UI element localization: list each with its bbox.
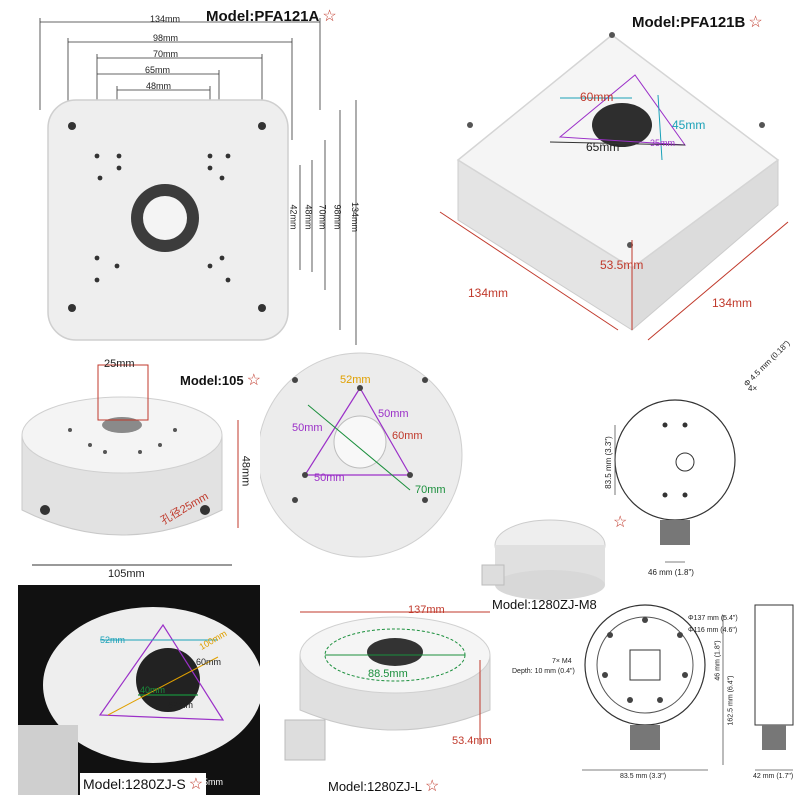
m105-title: Model:105☆ (180, 370, 261, 390)
m105-dim-hole-top: 25mm (104, 358, 135, 370)
m8-spacing-v: 83.5 mm (3.3") (603, 436, 613, 489)
zjl-dim-inner: 88.5mm (368, 668, 408, 680)
star-icon: ☆ (246, 372, 261, 389)
drawing-d1625: 162.5 mm (6.4") (727, 675, 735, 726)
zjs-dim-40: 40mm (140, 685, 166, 695)
m8-spacing-h: 46 mm (1.8") (648, 568, 694, 577)
zjl-technical-drawing (582, 604, 794, 771)
pfa121b-dim-height: 53.5mm (600, 258, 644, 272)
m105-dim-70: 70mm (415, 484, 446, 496)
m8-panel: ☆ 4× Φ 4.5 mm (0.18") 83.5 mm (3.3") 46 … (480, 339, 800, 620)
drawing-d116: Φ116 mm (4.6") (688, 627, 738, 634)
star-icon: ☆ (748, 14, 763, 31)
pfa121a-dim-h-2: 98mm (153, 33, 179, 43)
pfa121b-dim-width-right: 134mm (712, 296, 753, 310)
zjl-title: Model:1280ZJ-L☆ (328, 776, 439, 796)
m8-holes-count: 4× (748, 384, 758, 393)
zjl-photo (284, 611, 491, 761)
m105-side-panel: 25mm 48mm 孔径25mm 105mm (0, 350, 260, 585)
drawing-d46: 46 mm (1.8") (714, 640, 722, 681)
pfa121b-panel: Model:PFA121B☆ 60mm 45mm 65mm 35mm 53.5m… (400, 0, 800, 350)
star-icon: ☆ (188, 776, 204, 793)
pfa121a-dim-h-3: 70mm (153, 49, 179, 59)
m105-dim-50c: 50mm (314, 472, 345, 484)
drawing-d835: 83.5 mm (3.3") (620, 773, 667, 780)
star-icon: ☆ (322, 8, 337, 25)
drawing-d42: 42 mm (1.7") (753, 773, 794, 780)
m8-drawing (481, 399, 736, 600)
pfa121a-dim-h-5: 48mm (146, 81, 172, 91)
drawing-screws: 7× M4 (552, 658, 572, 665)
zjl-model-label: Model:1280ZJ-L (328, 779, 422, 794)
zjl-drawing-panel: 7× M4 Depth: 10 mm (0.4") Φ137 mm (5.4")… (510, 595, 800, 800)
pfa121a-dim-v-4: 98mm (332, 204, 343, 230)
pfa121a-dim-h-4: 65mm (145, 65, 171, 75)
pfa121a-dim-v-2: 48mm (303, 204, 314, 230)
pfa121b-title: Model:PFA121B☆ (632, 12, 763, 32)
m8-model-label: Model:1280ZJ-M8 (492, 597, 597, 612)
m105-dim-50a: 50mm (292, 422, 323, 434)
zjs-photo (18, 607, 260, 795)
drawing-d137: Φ137 mm (5.4") (688, 615, 738, 622)
zjs-dim-62: 62mm (168, 700, 194, 710)
pfa121b-box-illustration (439, 32, 789, 341)
pfa121a-drawing (39, 18, 357, 345)
pfa121a-model-label: Model:PFA121A (206, 8, 320, 25)
pfa121b-model-label: Model:PFA121B (632, 14, 746, 31)
m105-dim-height: 48mm (239, 455, 252, 487)
pfa121a-panel: Model:PFA121A☆ 134mm 98 (0, 0, 400, 350)
star-icon: ☆ (424, 778, 440, 795)
zjl-dim-outer: 137mm (408, 604, 445, 616)
pfa121b-dim-35: 35mm (650, 138, 676, 148)
pfa121b-dim-60: 60mm (580, 90, 614, 104)
zjs-title: Model:1280ZJ-S☆ (80, 773, 207, 795)
m8-star: ☆ (610, 512, 627, 532)
zjs-dim-60: 60mm (196, 657, 222, 667)
pfa121b-dim-width-left: 134mm (468, 286, 509, 300)
m105-top-illustration (260, 352, 463, 558)
m105-side-illustration (21, 364, 239, 566)
zjs-dim-45: 45mm (198, 777, 224, 787)
zjl-dim-height: 53.4mm (452, 735, 492, 747)
m105-top-panel: Model:105☆ 52mm 50mm 50mm 60mm 50mm 70mm (180, 350, 480, 585)
zjs-panel: 52mm 100mm 60mm 40mm 62mm 45mm Model:128… (18, 585, 260, 795)
pfa121b-dim-45: 45mm (672, 118, 706, 132)
zjs-model-label: Model:1280ZJ-S (83, 776, 186, 792)
pfa121a-dim-v-3: 70mm (317, 204, 328, 230)
m105-dim-diameter: 105mm (108, 568, 145, 580)
pfa121a-dim-h-1: 134mm (150, 14, 181, 24)
pfa121a-title: Model:PFA121A☆ (206, 6, 337, 26)
zjl-panel: 137mm 88.5mm 53.4mm Model:1280ZJ-L☆ (280, 600, 510, 800)
m105-dim-50b: 50mm (378, 408, 409, 420)
pfa121a-dim-v-1: 42mm (288, 204, 299, 230)
drawing-depth: Depth: 10 mm (0.4") (512, 668, 575, 675)
m105-model-label: Model:105 (180, 373, 244, 388)
zjs-dim-52: 52mm (100, 635, 126, 645)
m105-dim-60: 60mm (392, 430, 423, 442)
pfa121b-dim-65: 65mm (586, 140, 620, 154)
m105-dim-52: 52mm (340, 374, 371, 386)
pfa121a-dim-v-5: 134mm (350, 201, 361, 233)
star-icon: ☆ (613, 514, 628, 531)
